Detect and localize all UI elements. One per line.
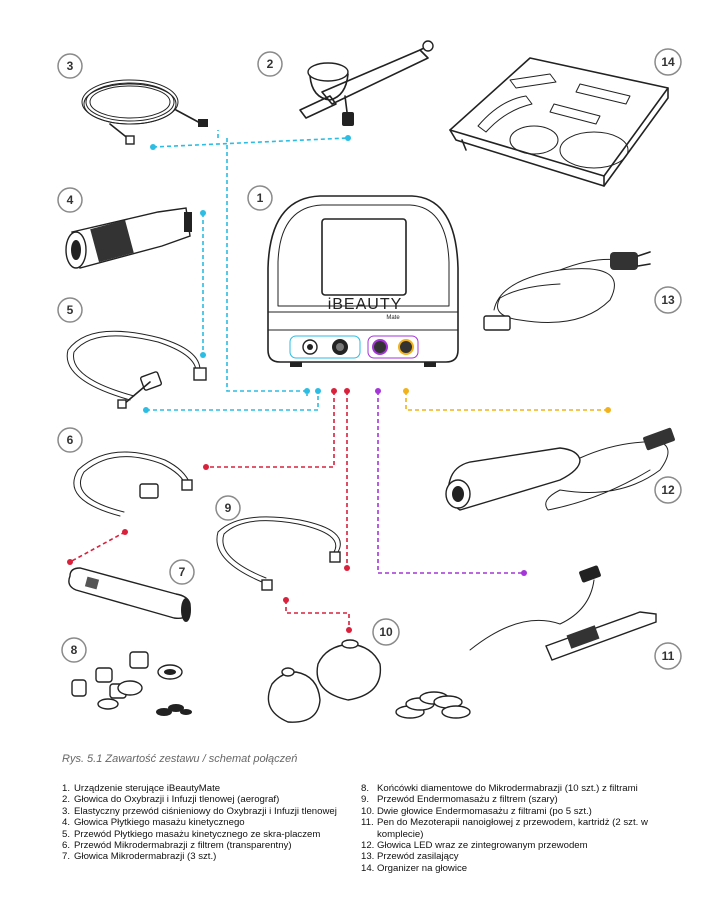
badge-9: 9 bbox=[215, 495, 241, 521]
endermo-heads-illustration bbox=[267, 639, 471, 723]
mesotherapy-pen-illustration bbox=[469, 565, 657, 661]
yellow-connection bbox=[403, 388, 611, 413]
badge-12: 12 bbox=[654, 476, 682, 504]
badge-5: 5 bbox=[57, 297, 83, 323]
microderm-handpiece-illustration bbox=[68, 567, 191, 622]
badge-3: 3 bbox=[57, 53, 83, 79]
legend-item: 4.Głowica Płytkiego masażu kinetycznego bbox=[62, 817, 245, 829]
svg-text:13: 13 bbox=[661, 293, 675, 307]
legend-item: 1.Urządzenie sterujące iBeautyMate bbox=[62, 783, 221, 794]
microderm-hose-illustration bbox=[73, 451, 193, 517]
cyan-connections bbox=[143, 130, 351, 413]
badge-13: 13 bbox=[654, 286, 682, 314]
legend-item: 12.Głowica LED wraz ze zintegrowanym prz… bbox=[361, 840, 588, 852]
badges: 1 2 3 4 5 6 7 8 9 10 11 12 13 14 bbox=[57, 48, 682, 670]
legend-item: 11.Pen do Mezoterapii nanoigłowej z prze… bbox=[361, 817, 648, 840]
legend-item: 2.Głowica do Oxybrazji i Infuzji tlenowe… bbox=[62, 794, 280, 806]
legend-item: 13.Przewód zasilający bbox=[361, 851, 459, 863]
svg-text:5: 5 bbox=[67, 303, 74, 317]
connection-diagram: .ln { fill:none; stroke:#222; stroke-wid… bbox=[57, 40, 682, 723]
legend-item: 6.Przewód Mikrodermabrazji z filtrem (tr… bbox=[62, 840, 292, 852]
led-head-illustration bbox=[445, 427, 675, 511]
device-brand-text: iBEAUTY bbox=[328, 296, 403, 313]
svg-text:2: 2 bbox=[267, 57, 274, 71]
badge-6: 6 bbox=[57, 427, 83, 453]
badge-2: 2 bbox=[257, 51, 283, 77]
device-model-text: Mate bbox=[386, 315, 400, 321]
legend-item: 9.Przewód Endermomasażu z filtrem (szary… bbox=[361, 794, 558, 806]
svg-text:12: 12 bbox=[661, 483, 675, 497]
legend-item: 3.Elastyczny przewód ciśnieniowy do Oxyb… bbox=[62, 805, 337, 817]
svg-text:8: 8 bbox=[71, 643, 78, 657]
power-cable-illustration bbox=[483, 251, 651, 331]
purple-connection bbox=[375, 388, 527, 576]
figure-caption: Rys. 5.1 Zawartość zestawu / schemat poł… bbox=[62, 753, 298, 765]
organizer-illustration bbox=[449, 57, 669, 187]
svg-text:6: 6 bbox=[67, 433, 74, 447]
svg-text:14: 14 bbox=[661, 55, 675, 69]
legend-item: 7.Głowica Mikrodermabrazji (3 szt.) bbox=[62, 851, 217, 863]
legend-item: 5.Przewód Płytkiego masażu kinetycznego … bbox=[62, 828, 321, 840]
legend-item: 8.Końcówki diamentowe do Mikrodermabrazj… bbox=[361, 783, 638, 794]
legend-right: 8.Końcówki diamentowe do Mikrodermabrazj… bbox=[361, 783, 661, 874]
badge-1: 1 bbox=[247, 185, 273, 211]
svg-text:4: 4 bbox=[67, 193, 74, 207]
badge-4: 4 bbox=[57, 187, 83, 213]
badge-11: 11 bbox=[654, 642, 682, 670]
svg-text:3: 3 bbox=[67, 59, 74, 73]
airbrush-illustration bbox=[299, 40, 434, 126]
legend-item: 10.Dwie głowice Endermomasażu z filtrami… bbox=[361, 805, 592, 817]
svg-text:11: 11 bbox=[662, 649, 675, 663]
legend-item: 14.Organizer na głowice bbox=[361, 862, 468, 874]
legend-left: 1.Urządzenie sterujące iBeautyMate 2.Gło… bbox=[62, 783, 352, 863]
diamond-tips-illustration bbox=[71, 651, 192, 716]
badge-7: 7 bbox=[169, 559, 195, 585]
svg-text:10: 10 bbox=[379, 625, 393, 639]
svg-text:9: 9 bbox=[225, 501, 232, 515]
kinetic-head-illustration bbox=[65, 207, 192, 269]
pressure-hose-illustration bbox=[81, 79, 208, 145]
endermo-hose-illustration bbox=[216, 516, 341, 591]
red-connections bbox=[67, 388, 352, 633]
kinetic-hose-illustration bbox=[66, 330, 207, 409]
badge-10: 10 bbox=[372, 618, 400, 646]
control-device-illustration: iBEAUTY Mate bbox=[267, 195, 459, 367]
svg-text:1: 1 bbox=[257, 191, 264, 205]
svg-text:7: 7 bbox=[179, 565, 186, 579]
badge-8: 8 bbox=[61, 637, 87, 663]
badge-14: 14 bbox=[654, 48, 682, 76]
